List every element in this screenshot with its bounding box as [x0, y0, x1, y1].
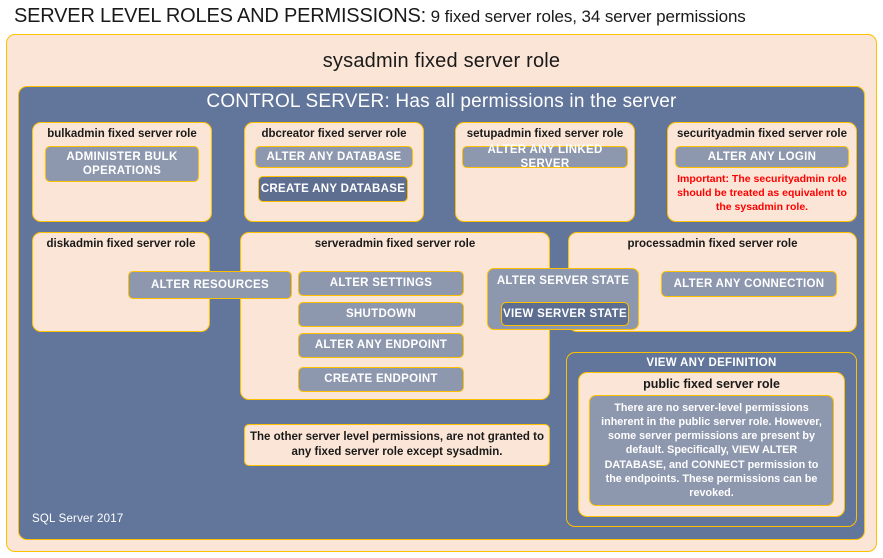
bulkadmin-role-title: bulkadmin fixed server role — [47, 128, 197, 140]
permission-shutdown: SHUTDOWN — [298, 302, 464, 327]
other-permissions-note: The other server level permissions, are … — [244, 424, 550, 466]
permission-alter-resources: ALTER RESOURCES — [128, 271, 292, 299]
control-server-label: CONTROL SERVER: Has all permissions in t… — [206, 91, 677, 112]
permission-alter-any-endpoint: ALTER ANY ENDPOINT — [298, 333, 464, 358]
public-role-title: public fixed server role — [643, 377, 780, 391]
page-title: SERVER LEVEL ROLES AND PERMISSIONS: 9 fi… — [14, 5, 874, 33]
dbcreator-role-title: dbcreator fixed server role — [261, 128, 407, 140]
securityadmin-role-box — [667, 122, 857, 222]
dbcreator-role-box — [244, 122, 424, 222]
permission-alter-any-linked-server: ALTER ANY LINKED SERVER — [462, 144, 628, 170]
permission-alter-settings: ALTER SETTINGS — [298, 271, 464, 296]
permission-alter-any-database: ALTER ANY DATABASE — [255, 146, 413, 168]
permission-view-any-definition: VIEW ANY DEFINITION — [646, 357, 777, 369]
public-role-note: There are no server-level permissions in… — [589, 395, 834, 506]
page-title-rest: 9 fixed server roles, 34 server permissi… — [426, 7, 746, 26]
page-title-strong: SERVER LEVEL ROLES AND PERMISSIONS: — [14, 5, 427, 27]
sysadmin-role-label: sysadmin fixed server role — [322, 50, 561, 72]
permission-create-endpoint: CREATE ENDPOINT — [298, 367, 464, 392]
serveradmin-role-title: serveradmin fixed server role — [314, 238, 476, 250]
setupadmin-role-title: setupadmin fixed server role — [466, 128, 624, 140]
permission-view-server-state: VIEW SERVER STATE — [501, 302, 629, 326]
setupadmin-role-box — [455, 122, 635, 222]
processadmin-role-title: processadmin fixed server role — [627, 238, 798, 250]
permission-create-any-database: CREATE ANY DATABASE — [258, 176, 408, 202]
securityadmin-role-title: securityadmin fixed server role — [676, 128, 848, 140]
diskadmin-role-title: diskadmin fixed server role — [46, 238, 196, 250]
sql-server-version-label: SQL Server 2017 — [32, 513, 124, 525]
permission-alter-any-login: ALTER ANY LOGIN — [675, 146, 849, 168]
permission-administer-bulk-operations: ADMINISTER BULK OPERATIONS — [45, 146, 199, 182]
securityadmin-warning-note: Important: The securityadmin role should… — [677, 173, 847, 214]
permission-alter-any-connection: ALTER ANY CONNECTION — [661, 271, 837, 297]
